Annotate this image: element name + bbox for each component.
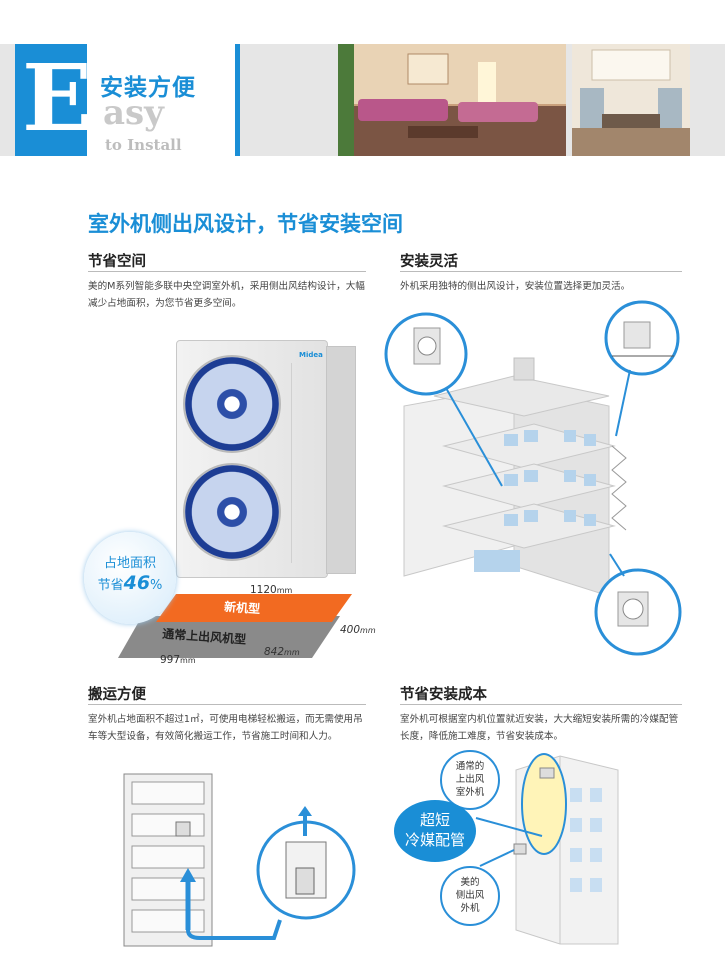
callout-top-discharge-unit: 通常的 上出风 室外机 [440,750,500,810]
short-pipe-badge-line1: 超短 [419,811,450,829]
old-footprint-label: 通常上出风机型 [162,626,247,647]
fan-icon [183,463,281,561]
section-title-cost: 节省安装成本 [400,687,487,703]
short-pipe-badge-line2: 冷媒配管 [404,831,465,849]
footprint-diagram: 新机型 通常上出风机型 [118,594,352,658]
callout-side-discharge-unit: 美的 侧出风 外机 [440,866,500,926]
outdoor-unit: Midea [176,340,328,578]
section-divider [400,704,682,705]
dimension-width-new: 1120mm [250,584,293,596]
unit-brand-logo: Midea [299,351,323,359]
header-english-sub: to Install [105,136,182,154]
cost-building-diagram [513,753,619,945]
section-title-space: 节省空间 [88,254,146,270]
section-text-flexible: 外机采用独特的侧出风设计，安装位置选择更加灵活。 [400,281,631,292]
dimension-width-old: 997mm [160,654,196,666]
section-title-flexible: 安装灵活 [400,254,458,270]
unit-panel-seam [291,363,314,563]
elevator-transport-diagram [123,773,356,947]
main-heading: 室外机侧出风设计，节省安装空间 [88,212,403,236]
new-footprint [156,594,352,622]
savings-badge-line2: 节省46% [97,572,163,594]
new-footprint-label: 新机型 [224,599,261,616]
section-text-transport: 室外机占地面积不超过1㎡，可使用电梯轻松搬运，而无需使用吊车等大型设备，有效简化… [88,714,363,742]
cost-leader-lines [475,817,543,867]
dimension-depth-old: 842mm [264,646,300,658]
fan-icon [183,355,281,453]
dimension-depth-new: 400mm [340,624,376,636]
header-big-letter: E [22,44,93,152]
section-divider [88,271,366,272]
header-english-rest: asy [103,93,164,133]
section-divider [400,271,682,272]
header-blue-bar [235,44,240,156]
outdoor-unit-side [326,346,356,574]
header-title: 安装方便 [100,75,196,101]
section-divider [88,704,366,705]
short-pipe-badge: 超短 冷媒配管 [394,800,476,862]
savings-badge [84,532,176,624]
section-text-space: 美的M系列智能多联中央空调室外机，采用侧出风结构设计，大幅减少占地面积，为您节省… [88,281,365,309]
savings-badge-line1: 占地面积 [103,556,156,571]
section-title-transport: 搬运方便 [88,687,146,703]
old-footprint [118,616,340,658]
section-text-cost: 室外机可根据室内机位置就近安装，大大缩短安装所需的冷媒配管长度，降低施工难度，节… [400,714,679,742]
header-white-card [87,22,235,176]
hall-photo [572,44,690,156]
header-blue-block [15,44,87,156]
living-room-photo [338,44,566,156]
building-installation-diagram [384,300,682,656]
